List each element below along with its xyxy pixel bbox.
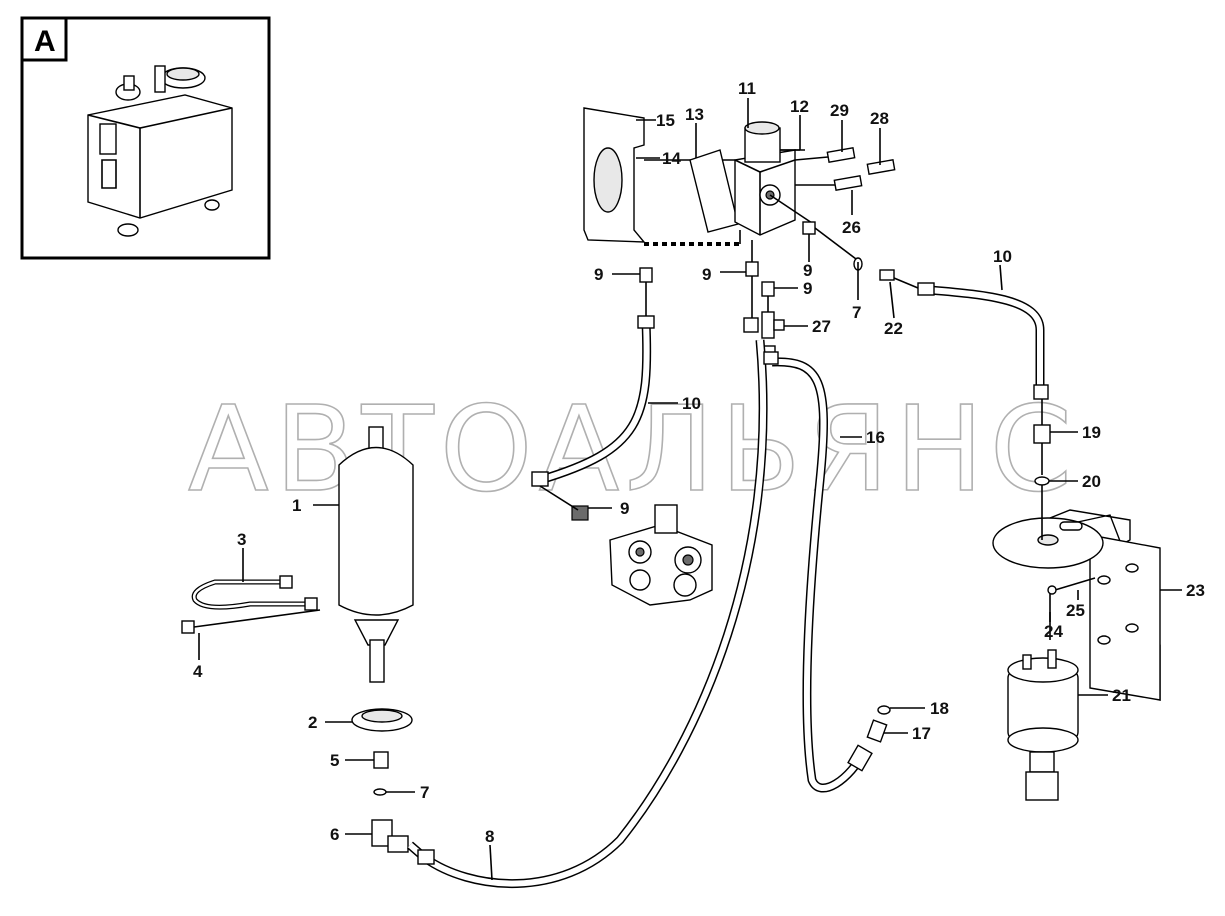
callout-29: 29 <box>830 101 849 120</box>
callout-19: 19 <box>1082 423 1101 442</box>
mounting-bracket-15[interactable] <box>583 107 735 243</box>
fitting-5[interactable] <box>373 751 389 769</box>
clamp-3[interactable] <box>191 575 318 611</box>
callout-9-a: 9 <box>594 265 603 284</box>
watermark-text: АВТОАЛЬЯНС <box>188 380 1078 518</box>
callout-labels: 1 2 3 4 5 6 7 7 8 9 9 9 9 9 10 10 11 12 … <box>193 79 1205 846</box>
inset-letter-box <box>20 16 68 62</box>
callout-2: 2 <box>308 713 317 732</box>
callout-25: 25 <box>1066 601 1085 620</box>
connector-22[interactable] <box>814 227 919 289</box>
callout-16: 16 <box>866 428 885 447</box>
accumulator-1[interactable] <box>338 426 414 683</box>
callout-22: 22 <box>884 319 903 338</box>
callout-18: 18 <box>930 699 949 718</box>
callout-6: 6 <box>330 825 339 844</box>
hose-16[interactable] <box>763 351 873 793</box>
hydraulic-tank-drawing <box>87 65 233 237</box>
callout-20: 20 <box>1082 472 1101 491</box>
fitting-17[interactable] <box>866 719 888 743</box>
fuel-filter-21[interactable] <box>1007 649 1079 801</box>
callout-15: 15 <box>656 111 675 130</box>
elbow-6[interactable] <box>371 819 409 853</box>
callout-23: 23 <box>1186 581 1205 600</box>
callout-11: 11 <box>738 79 756 98</box>
callout-10-right: 10 <box>993 247 1012 266</box>
callout-3: 3 <box>237 530 246 549</box>
callout-13: 13 <box>685 105 704 124</box>
hose-10-left[interactable] <box>531 315 655 511</box>
callout-14: 14 <box>662 149 681 168</box>
o-ring-20[interactable] <box>1034 476 1050 486</box>
solenoid-valve-block-11[interactable] <box>734 121 896 236</box>
callout-17: 17 <box>912 724 931 743</box>
tee-fitting-27[interactable] <box>761 311 785 357</box>
gasket-plate-13[interactable] <box>689 149 739 233</box>
callout-26: 26 <box>842 218 861 237</box>
callout-4: 4 <box>193 662 203 681</box>
callout-27: 27 <box>812 317 831 336</box>
callout-9-d: 9 <box>803 261 812 280</box>
adapter-19[interactable] <box>1033 399 1051 475</box>
callout-28: 28 <box>870 109 889 128</box>
callout-12: 12 <box>790 97 809 116</box>
inset-a[interactable]: A <box>20 16 271 260</box>
leader-lines <box>198 98 1182 881</box>
callout-9-b: 9 <box>702 265 711 284</box>
bolt-4[interactable] <box>181 609 321 634</box>
callout-1: 1 <box>292 496 301 515</box>
callout-7-upper: 7 <box>852 303 861 322</box>
callout-21: 21 <box>1112 686 1131 705</box>
o-ring-7[interactable] <box>373 788 387 796</box>
o-ring-18[interactable] <box>877 705 891 715</box>
retaining-ring-2[interactable] <box>351 708 413 732</box>
callout-9-e: 9 <box>620 499 629 518</box>
callout-9-c: 9 <box>803 279 812 298</box>
hose-10-right[interactable] <box>917 282 1049 400</box>
hose-8[interactable] <box>407 317 768 888</box>
filter-bracket-23[interactable] <box>992 485 1161 701</box>
callout-5: 5 <box>330 751 339 770</box>
callout-10-left: 10 <box>682 394 701 413</box>
hydraulic-control-valve[interactable] <box>609 504 713 606</box>
callout-7-lower: 7 <box>420 783 429 802</box>
callout-8: 8 <box>485 827 494 846</box>
inset-letter: A <box>34 25 56 58</box>
callout-24: 24 <box>1044 622 1063 641</box>
